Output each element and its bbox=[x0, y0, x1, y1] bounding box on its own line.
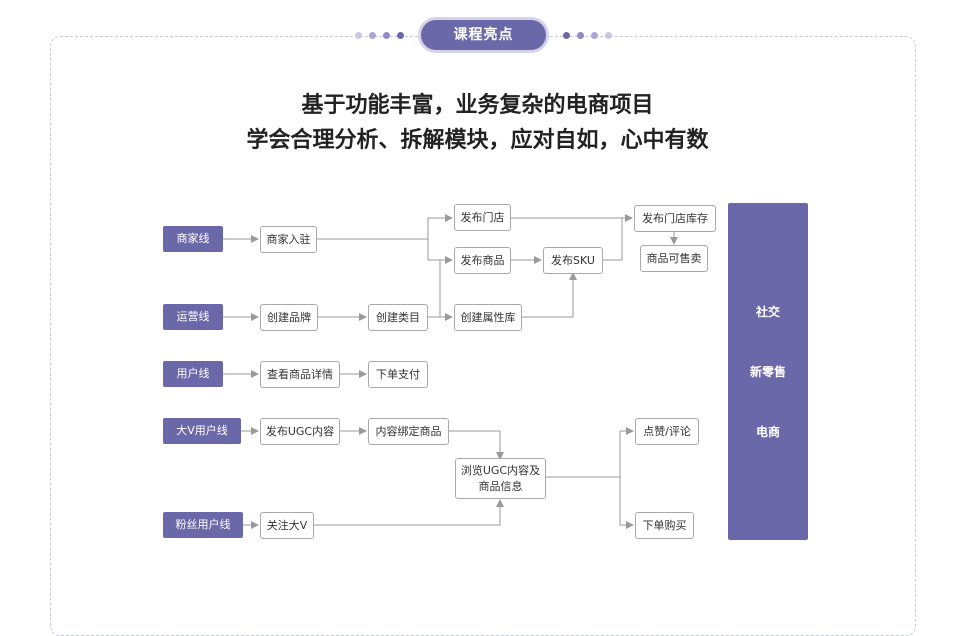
node-view-detail: 查看商品详情 bbox=[260, 361, 340, 388]
node-order-buy: 下单购买 bbox=[635, 512, 694, 539]
node-create-attr: 创建属性库 bbox=[454, 304, 522, 331]
connector bbox=[314, 499, 504, 526]
node-create-brand: 创建品牌 bbox=[260, 304, 318, 331]
node-follow-bigv: 关注大V bbox=[260, 512, 314, 539]
node-order-pay: 下单支付 bbox=[368, 361, 428, 388]
dot-icon bbox=[383, 32, 390, 39]
dot-icon bbox=[397, 32, 404, 39]
dot-icon bbox=[369, 32, 376, 39]
section-badge: 课程亮点 bbox=[421, 20, 546, 50]
node-goods-sellable: 商品可售卖 bbox=[640, 245, 708, 272]
node-publish-store: 发布门店 bbox=[454, 204, 511, 231]
connector bbox=[603, 218, 623, 261]
node-like-comment: 点赞/评论 bbox=[635, 418, 699, 445]
node-browse-line-2: 商品信息 bbox=[478, 479, 523, 493]
connector bbox=[449, 430, 504, 460]
node-browse-line-1: 浏览UGC内容及 bbox=[460, 463, 541, 477]
dot-icon bbox=[563, 32, 570, 39]
node-publish-stock: 发布门店库存 bbox=[634, 205, 716, 232]
dot-icon bbox=[355, 32, 362, 39]
node-publish-goods: 发布商品 bbox=[454, 247, 511, 274]
dot-icon bbox=[591, 32, 598, 39]
diagram-connectors bbox=[223, 214, 678, 529]
connector bbox=[522, 272, 577, 318]
node-publish-sku: 发布SKU bbox=[543, 247, 603, 274]
lane-merchant: 商家线 bbox=[163, 226, 223, 252]
side-item-ecommerce: 电商 bbox=[755, 425, 780, 439]
headline-2: 学会合理分析、拆解模块，应对自如，心中有数 bbox=[246, 128, 709, 153]
dot-icon bbox=[605, 32, 612, 39]
side-panel: 社交 新零售 电商 bbox=[728, 203, 808, 540]
node-browse-ugc: 浏览UGC内容及 商品信息 bbox=[455, 458, 546, 499]
node-bind-goods: 内容绑定商品 bbox=[368, 418, 449, 445]
lane-user: 用户线 bbox=[163, 361, 223, 387]
lane-bigv: 大V用户线 bbox=[163, 418, 241, 444]
headline-1: 基于功能丰富，业务复杂的电商项目 bbox=[301, 93, 654, 118]
side-item-social: 社交 bbox=[755, 305, 780, 319]
lane-operation: 运营线 bbox=[163, 304, 223, 330]
section-badge-group: 课程亮点 bbox=[355, 20, 612, 52]
dot-icon bbox=[577, 32, 584, 39]
lane-fans: 粉丝用户线 bbox=[163, 512, 243, 538]
side-item-new-retail: 新零售 bbox=[749, 365, 786, 379]
node-publish-ugc: 发布UGC内容 bbox=[260, 418, 340, 445]
node-create-category: 创建类目 bbox=[368, 304, 428, 331]
node-merchant-join: 商家入驻 bbox=[260, 226, 317, 253]
